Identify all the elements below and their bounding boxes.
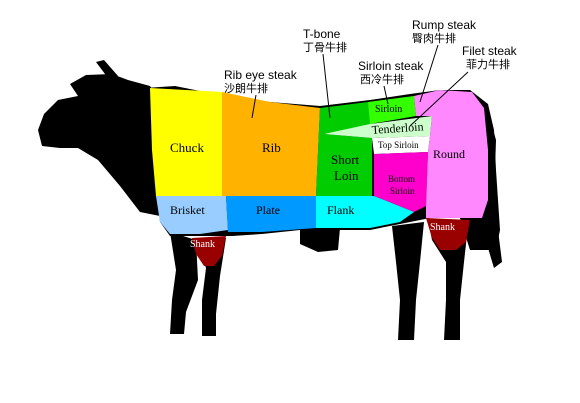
callout-t-bone-zh: 丁骨牛排 <box>303 40 347 54</box>
cut-labels: Chuck Rib Short Loin Sirloin Tenderloin … <box>170 104 465 250</box>
region-tenderloin <box>324 116 432 138</box>
callout-sirloin-steak-zh: 西冷牛排 <box>360 72 404 86</box>
region-rib <box>222 92 320 196</box>
region-round <box>414 90 488 218</box>
label-shank-rear: Shank <box>430 222 455 233</box>
region-shank-rear <box>426 218 470 250</box>
label-top-sirloin: Top Sirloin <box>378 140 419 150</box>
region-bottom-sirloin <box>374 152 428 212</box>
label-flank: Flank <box>327 203 354 217</box>
cow-front-leg-right <box>196 238 226 336</box>
callout-filet-steak-en: Filet steak <box>462 44 518 58</box>
cow-head <box>38 74 160 216</box>
cut-regions <box>150 88 488 266</box>
callout-rump-steak-line <box>419 44 439 103</box>
region-shank-front <box>192 236 226 266</box>
callout-rib-eye-line <box>251 94 257 119</box>
callout-filet-steak-line <box>409 71 469 127</box>
callout-rib-eye-zh: 沙朗牛排 <box>224 81 268 95</box>
cow-ear <box>96 60 118 78</box>
region-chuck <box>150 88 222 196</box>
label-short-loin-2: Loin <box>334 168 359 183</box>
callout-rump-steak-en: Rump steak <box>412 18 477 32</box>
callout-rump-steak-zh: 臀肉牛排 <box>412 31 456 45</box>
label-sirloin: Sirloin <box>375 104 402 115</box>
region-top-sirloin <box>372 136 430 154</box>
label-shank-front: Shank <box>190 239 215 250</box>
callouts: Rib eye steak 沙朗牛排 T-bone 丁骨牛排 Sirloin s… <box>224 18 518 127</box>
label-tenderloin: Tenderloin <box>371 119 424 137</box>
label-bottom-sirloin-1: Bottom <box>388 174 415 184</box>
label-plate: Plate <box>256 203 280 217</box>
callout-rib-eye-en: Rib eye steak <box>224 68 298 82</box>
region-short-loin <box>316 102 372 196</box>
callout-sirloin-steak-en: Sirloin steak <box>358 59 424 73</box>
cow-belly <box>300 228 340 252</box>
region-sirloin <box>368 96 416 124</box>
callout-filet-steak-zh: 菲力牛排 <box>466 57 510 71</box>
callout-t-bone-en: T-bone <box>303 27 341 41</box>
label-rib: Rib <box>262 140 281 155</box>
region-brisket <box>156 196 228 234</box>
label-chuck: Chuck <box>170 140 204 155</box>
region-plate <box>226 196 316 232</box>
cow-front-leg-left <box>170 232 198 334</box>
label-bottom-sirloin-2: Sirloin <box>390 186 415 196</box>
label-short-loin-1: Short <box>331 152 360 167</box>
cow-rear-leg-right <box>428 220 468 340</box>
callout-t-bone-line <box>322 53 331 119</box>
region-flank <box>316 196 414 228</box>
label-round: Round <box>433 147 465 161</box>
callout-sirloin-steak-line <box>383 85 389 105</box>
cow-tail <box>484 104 502 268</box>
label-brisket: Brisket <box>170 203 205 217</box>
cow-rear-leg-left <box>392 222 424 340</box>
